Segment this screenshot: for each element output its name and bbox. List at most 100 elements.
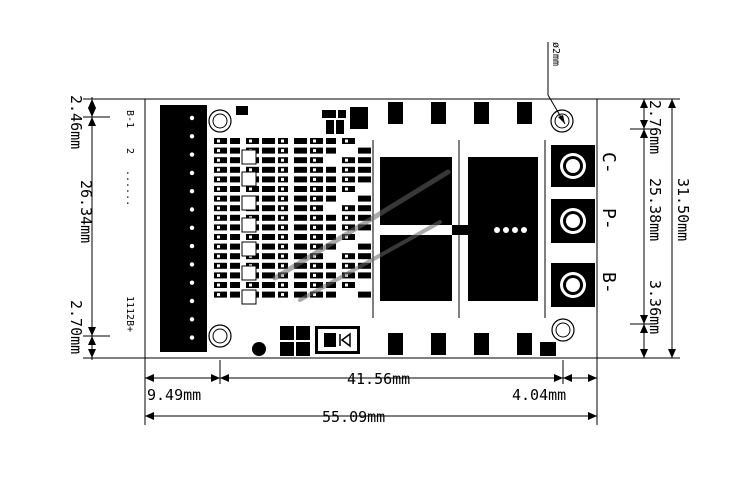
smd-pad xyxy=(313,293,316,297)
mosfet-bottom-tabs xyxy=(388,333,532,355)
connector-pin xyxy=(189,152,195,157)
connector-pin xyxy=(189,243,195,249)
smd-part xyxy=(294,147,307,154)
smd-part xyxy=(358,214,371,221)
smd-part xyxy=(326,262,336,269)
smd-part xyxy=(246,138,259,144)
smd-part xyxy=(230,272,240,279)
smd-part xyxy=(262,214,275,221)
smd-part xyxy=(310,243,323,250)
mounting-hole-top-right xyxy=(550,109,574,133)
smd-pad xyxy=(281,293,284,297)
smd-pad xyxy=(345,187,348,191)
smd-pad xyxy=(217,293,220,297)
connector-pin xyxy=(189,262,195,267)
smd-part xyxy=(230,282,240,288)
smd-pad xyxy=(281,235,284,239)
smd-part xyxy=(294,272,307,279)
smd-part xyxy=(214,234,227,240)
smd-part xyxy=(326,166,336,173)
smd-pad xyxy=(217,264,220,268)
smd-part xyxy=(294,291,307,298)
smd-pad xyxy=(313,235,316,239)
connector-pin xyxy=(189,317,195,322)
connector-pin xyxy=(189,280,195,285)
header-label-dots: ...... xyxy=(124,170,135,206)
smd-pad xyxy=(281,139,284,143)
capacitor-block xyxy=(280,326,310,356)
smd-pad xyxy=(313,264,316,268)
dim-middle-span: 41.56mm xyxy=(347,370,410,388)
smd-part xyxy=(262,234,275,240)
smd-part xyxy=(262,282,275,288)
smd-part xyxy=(326,147,336,154)
smd-part xyxy=(214,214,227,221)
smd-part xyxy=(358,291,371,298)
smd-part xyxy=(310,234,323,240)
smd-part xyxy=(310,272,323,279)
smd-part-top-5 xyxy=(336,120,344,134)
smd-part xyxy=(214,138,227,144)
smd-part xyxy=(358,243,371,250)
smd-pad xyxy=(217,216,220,220)
smd-part xyxy=(262,272,275,279)
smd-pad xyxy=(313,283,316,287)
smd-pad xyxy=(313,187,316,191)
smd-part xyxy=(342,253,355,260)
smd-pad xyxy=(249,235,252,239)
smd-part xyxy=(342,157,355,164)
smd-part xyxy=(326,214,336,221)
resistor-frame xyxy=(241,171,257,187)
terminal-label-b: B- xyxy=(598,272,619,294)
smd-part xyxy=(230,205,240,212)
smd-part xyxy=(230,186,240,192)
smd-part xyxy=(262,205,275,212)
mosfet-area xyxy=(372,102,556,356)
smd-part xyxy=(326,186,336,192)
hole-callout-leader xyxy=(547,42,566,125)
smd-part-top-4 xyxy=(326,120,334,134)
smd-part xyxy=(246,282,259,288)
mosfet-right-bottom xyxy=(468,235,538,301)
smd-part xyxy=(246,166,259,173)
connector-pin xyxy=(189,134,195,139)
smd-pad xyxy=(281,177,284,181)
smd-pad xyxy=(217,283,220,287)
smd-part xyxy=(294,186,307,192)
smd-part xyxy=(310,291,323,298)
smd-pad xyxy=(217,187,220,191)
smd-part-top-3 xyxy=(338,110,346,118)
smd-pad xyxy=(313,197,316,201)
smd-part xyxy=(230,291,240,298)
smd-part xyxy=(358,224,371,231)
smd-part xyxy=(342,272,355,279)
connector-pin xyxy=(189,170,195,176)
connector-pin xyxy=(189,207,195,212)
smd-pad xyxy=(345,254,348,258)
smd-part xyxy=(262,157,275,164)
smd-part xyxy=(230,138,240,144)
smd-part xyxy=(326,138,336,144)
smd-part-top-2 xyxy=(322,110,336,118)
smd-pad xyxy=(345,264,348,268)
smd-part xyxy=(342,138,355,144)
smd-part xyxy=(310,157,323,164)
smd-part xyxy=(310,214,323,221)
smd-part xyxy=(262,138,275,144)
smd-pad xyxy=(217,139,220,143)
smd-pad xyxy=(217,168,220,172)
smd-pad xyxy=(217,149,220,153)
smd-pad xyxy=(345,168,348,172)
smd-part xyxy=(358,157,371,164)
smd-part xyxy=(326,195,336,202)
smd-part xyxy=(262,253,275,260)
bottom-dimension-lines xyxy=(144,358,598,425)
smd-pad xyxy=(345,216,348,220)
smd-part xyxy=(326,176,336,183)
smd-part xyxy=(326,224,336,231)
smd-part xyxy=(230,157,240,164)
smd-pad xyxy=(313,177,316,181)
dim-total-width: 55.09mm xyxy=(322,408,385,426)
connector-pin xyxy=(189,298,195,304)
